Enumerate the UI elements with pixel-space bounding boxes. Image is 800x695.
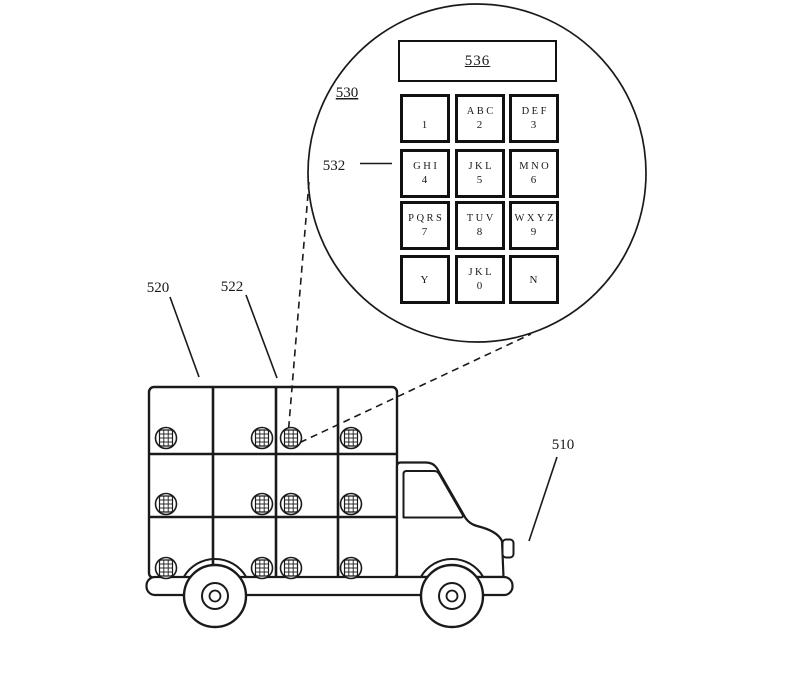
truck-window [402,470,464,519]
truck-cargo-box [147,385,399,580]
keypad-key-5: JKL 5 [455,149,505,198]
truck-headlight [501,538,515,559]
keypad-key-4: GHI 4 [400,149,450,198]
keypad-key-7: PQRS 7 [400,201,450,250]
leader-lines [169,162,558,542]
locker-keypad-icon [250,492,274,516]
locker-grid [149,387,397,578]
keypad-key-9: WXYZ 9 [509,201,559,250]
locker-keypad-icon [154,426,178,450]
delivery-truck [145,385,515,629]
locker-keypad-icon [339,426,363,450]
keypad-key-1: 1 [400,94,450,143]
truck-wheel-front [419,563,485,629]
keypad-key-n: N [509,255,559,304]
locker-keypad-icon [279,426,303,450]
label-510: 510 [552,437,575,453]
label-532: 532 [323,158,346,174]
callout-dashed-line-left [287,181,310,431]
leader-line-520 [169,296,200,378]
label-530: 530 [336,85,359,101]
locker-keypad-icon [154,492,178,516]
locker-keypad-icon [279,556,303,580]
keypad-key-2: ABC 2 [455,94,505,143]
locker-keypad-icon [250,426,274,450]
label-522: 522 [221,279,244,295]
locker-keypad-icon [339,556,363,580]
locker-keypad-icon [339,492,363,516]
keypad-key-3: DEF 3 [509,94,559,143]
locker-keypad-icon [250,556,274,580]
keypad-key-8: TUV 8 [455,201,505,250]
label-520: 520 [147,280,170,296]
locker-keypad-icon [279,492,303,516]
keypad-display-label: 536 [464,52,491,69]
keypad-key-y: Y [400,255,450,304]
keypad-key-0: JKL 0 [455,255,505,304]
callout-dashed-lines [287,181,532,444]
leader-line-522 [245,294,278,379]
truck-wheel-rear [182,563,248,629]
keypad-display: 536 [398,40,557,82]
callout-dashed-line-right [299,333,532,444]
leader-line-510 [528,456,558,542]
rear-wheel-arch [182,557,248,578]
front-wheel-arch [419,557,485,578]
locker-keypad-icon [154,556,178,580]
keypad-key-6: MNO 6 [509,149,559,198]
